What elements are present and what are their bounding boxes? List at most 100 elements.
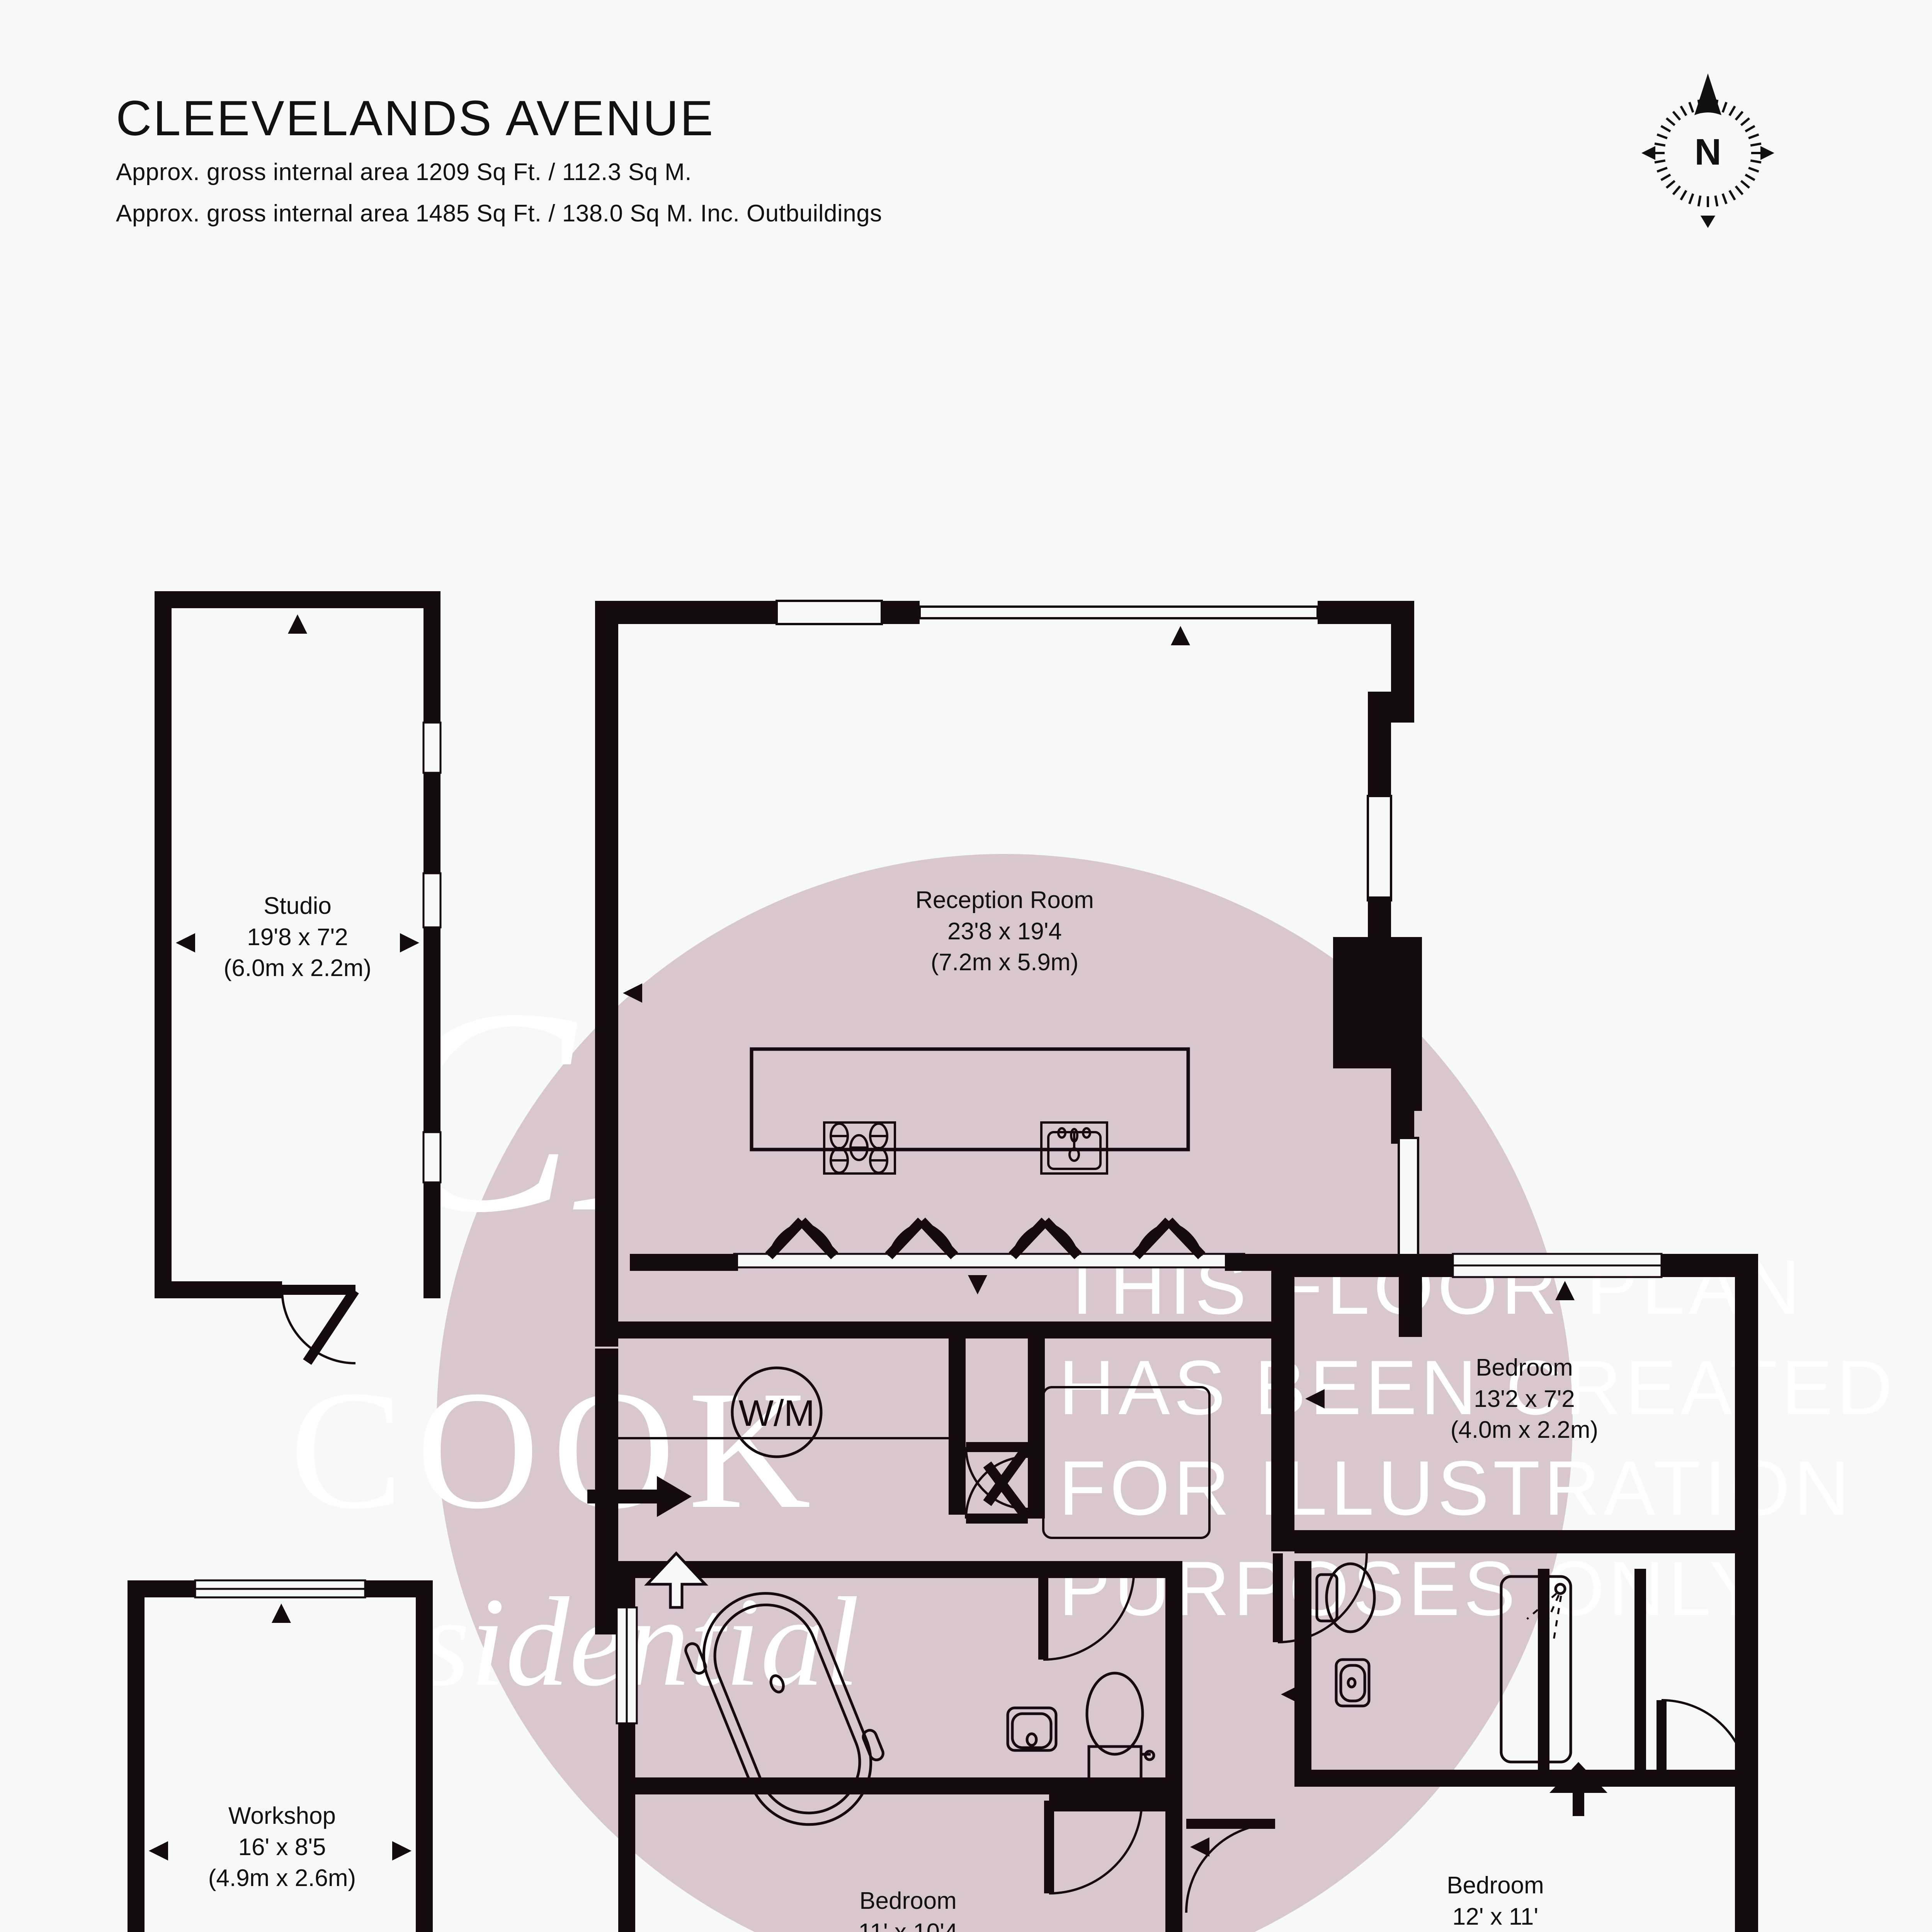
studio-wall-right-d bbox=[423, 1182, 440, 1298]
room-label-studio: Studio 19'8 x 7'2 (6.0m x 2.2m) bbox=[205, 891, 390, 984]
studio-dimension-arrows bbox=[176, 614, 419, 952]
wall-bed1-bottom bbox=[1294, 1530, 1758, 1553]
reception-name: Reception Room bbox=[915, 887, 1094, 913]
workshop-outbuilding bbox=[128, 1579, 433, 1932]
east-arrow-icon bbox=[1760, 146, 1774, 160]
basin-icon bbox=[1006, 1706, 1058, 1752]
reception-window-right-a bbox=[1367, 795, 1392, 901]
reception-wall-top-b bbox=[881, 601, 920, 624]
wall-utility-right-b bbox=[949, 1445, 966, 1515]
studio-wall-right-b bbox=[423, 773, 440, 873]
wall-bed3-right bbox=[1735, 1785, 1758, 1932]
room-label-workshop: Workshop 16' x 8'5 (4.9m x 2.6m) bbox=[189, 1801, 375, 1894]
studio-windows bbox=[422, 721, 442, 1184]
studio-wall-left bbox=[155, 591, 172, 1298]
room-label-bedroom-2: Bedroom 11' x 10'4 (3.4m x 3.2m) bbox=[800, 1886, 1016, 1932]
studio-outbuilding bbox=[155, 591, 442, 1365]
bedroom1-feet: 13'2 x 7'2 bbox=[1474, 1385, 1575, 1412]
bedroom1-metres: (4.0m x 2.2m) bbox=[1450, 1417, 1599, 1444]
wall-ensuite-left bbox=[1294, 1561, 1311, 1777]
compass-north-label: N bbox=[1694, 131, 1721, 173]
watermark-disclaimer-line-4: PURPOSES ONLY bbox=[1059, 1546, 1765, 1632]
compass-rose: N bbox=[1638, 70, 1777, 232]
bedroom2-name: Bedroom bbox=[859, 1888, 957, 1914]
wall-ensuite-div-b bbox=[1634, 1569, 1646, 1770]
side-entrance-arrow-icon bbox=[644, 1551, 709, 1609]
north-arrow-icon bbox=[1694, 73, 1721, 115]
bedroom2-door bbox=[1044, 1800, 1143, 1895]
wall-hall-top-left bbox=[630, 1254, 738, 1271]
watermark-brand-line-1: COOK bbox=[290, 1356, 824, 1544]
room-label-bedroom-3: Bedroom 12' x 11' (3.7m x 3.4m) bbox=[1387, 1870, 1604, 1932]
shower-icon bbox=[1500, 1575, 1572, 1764]
workshop-feet: 16' x 8'5 bbox=[238, 1833, 326, 1861]
bifold-leaves bbox=[765, 1218, 1206, 1259]
watermark-disclaimer-line-3: FOR ILLUSTRATION bbox=[1059, 1445, 1853, 1531]
studio-door bbox=[281, 1285, 359, 1365]
bifold-doors bbox=[733, 1218, 1245, 1269]
studio-wall-bottom-left bbox=[155, 1281, 282, 1298]
wall-ensuite-bottom bbox=[1294, 1770, 1758, 1787]
wall-utility-top bbox=[618, 1321, 1275, 1338]
reception-wall-top-a bbox=[595, 601, 777, 624]
workshop-window bbox=[194, 1579, 366, 1599]
reception-feet: 23'8 x 19'4 bbox=[947, 918, 1062, 945]
page-title: CLEEVELANDS AVENUE bbox=[116, 91, 715, 146]
plan-header: CLEEVELANDS AVENUE Approx. gross interna… bbox=[116, 91, 882, 227]
room-label-reception: Reception Room 23'8 x 19'4 (7.2m x 5.9m) bbox=[885, 885, 1124, 978]
wall-bed2-top-right bbox=[1049, 1794, 1182, 1811]
workshop-dimension-arrows bbox=[149, 1604, 412, 1861]
room-label-bedroom-1: Bedroom 13'2 x 7'2 (4.0m x 2.2m) bbox=[1416, 1352, 1633, 1446]
reception-wall-left bbox=[595, 601, 618, 1258]
bed1-window bbox=[1452, 1253, 1663, 1278]
reception-wall-right-e bbox=[1391, 1066, 1414, 1144]
bedroom3-door bbox=[1185, 1819, 1276, 1913]
reception-shaded-overlay bbox=[603, 854, 1399, 1248]
wall-bath-top bbox=[618, 1561, 1182, 1578]
wall-hall-vertical-a bbox=[1028, 1329, 1045, 1519]
wall-bed1-right bbox=[1735, 1254, 1758, 1779]
workshop-wall-left bbox=[128, 1580, 145, 1932]
area-line-outbuildings: Approx. gross internal area 1485 Sq Ft. … bbox=[116, 200, 882, 227]
reception-dimension-arrows bbox=[623, 626, 1387, 1003]
bathroom-door bbox=[1038, 1568, 1135, 1661]
kitchen-island bbox=[750, 1047, 1190, 1175]
bedroom3-feet: 12' x 11' bbox=[1452, 1903, 1539, 1930]
workshop-floor bbox=[133, 1588, 423, 1932]
studio-wall-right-c bbox=[423, 927, 440, 1132]
compass-icon: N bbox=[1641, 73, 1774, 228]
reception-wall-right-b bbox=[1368, 692, 1391, 808]
studio-metres: (6.0m x 2.2m) bbox=[223, 955, 372, 982]
workshop-wall-right bbox=[416, 1580, 433, 1932]
bath-window bbox=[616, 1606, 638, 1725]
kitchen-island-counter bbox=[750, 1047, 1190, 1151]
toilet-icon bbox=[1085, 1672, 1155, 1785]
wall-hall-left-upper bbox=[595, 1254, 618, 1347]
ensuite-basin-icon bbox=[1335, 1658, 1371, 1708]
wall-utility-bottom-left bbox=[595, 1569, 618, 1634]
plan-dimension-arrows bbox=[968, 1275, 1756, 1857]
ensuite-door bbox=[1656, 1699, 1749, 1787]
studio-wall-top bbox=[155, 591, 440, 608]
wall-bed1-left bbox=[1271, 1254, 1294, 1551]
bifold-track bbox=[733, 1253, 1245, 1269]
washing-machine-label: W/M bbox=[738, 1393, 815, 1434]
wall-bath-left-b bbox=[618, 1793, 635, 1909]
studio-wall-right-a bbox=[423, 591, 440, 723]
ensuite-dimension-arrow bbox=[1549, 1762, 1607, 1816]
wall-bath-bottom bbox=[618, 1777, 1182, 1794]
wall-ensuite-div-a bbox=[1538, 1569, 1549, 1770]
reception-metres: (7.2m x 5.9m) bbox=[930, 949, 1079, 976]
area-line-internal: Approx. gross internal area 1209 Sq Ft. … bbox=[116, 159, 692, 186]
bedroom1-name: Bedroom bbox=[1476, 1354, 1573, 1381]
sink-icon bbox=[1040, 1121, 1108, 1175]
entry-arrow-utility bbox=[587, 1476, 692, 1517]
wall-utility-right bbox=[949, 1329, 966, 1445]
reception-window-right-b bbox=[1398, 1137, 1419, 1267]
interior-walls: W/M bbox=[587, 1253, 1758, 1932]
south-arrow-icon bbox=[1701, 216, 1715, 228]
wall-bed2-left bbox=[618, 1909, 635, 1932]
wall-hall-top-right bbox=[1225, 1254, 1271, 1271]
